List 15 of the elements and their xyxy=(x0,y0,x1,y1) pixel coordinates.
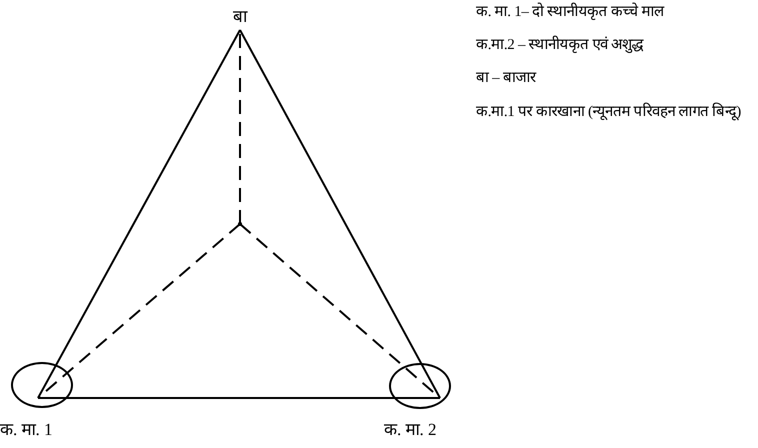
triangle-side xyxy=(239,30,441,398)
triangle-side xyxy=(37,30,241,398)
dashed-line xyxy=(239,223,441,399)
vertex-label: क. मा. 2 xyxy=(384,420,436,440)
vertex-label: क. मा. 1 xyxy=(0,420,52,440)
legend-note: बा – बाजार xyxy=(476,69,536,88)
junction-point xyxy=(238,222,242,226)
legend-note: क. मा. 1– दो स्थानीयकृत कच्चे माल xyxy=(476,2,664,22)
triangle-side xyxy=(38,397,440,399)
location-ellipse xyxy=(11,362,73,408)
vertex-label: बा xyxy=(228,6,252,28)
legend-note: क.मा.1 पर कारखाना (न्यूनतम परिवहन लागत बिन्दू) xyxy=(476,102,741,122)
dashed-line xyxy=(37,223,241,399)
location-ellipse xyxy=(389,363,451,409)
legend-note: क.मा.2 – स्थानीयकृत एवं अशुद्ध xyxy=(476,35,644,55)
